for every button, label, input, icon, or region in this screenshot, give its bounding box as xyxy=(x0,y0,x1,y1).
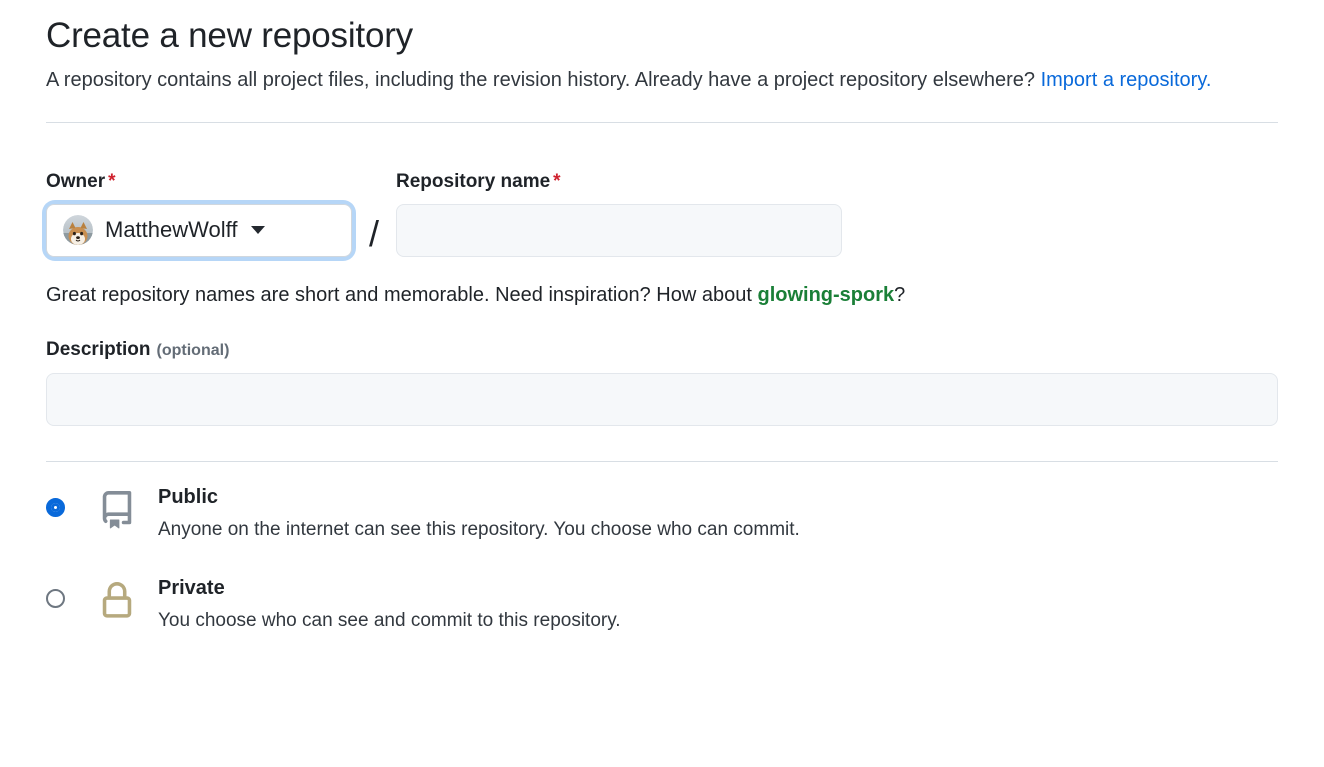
owner-and-name-row: Owner* xyxy=(46,171,1278,257)
hint-suffix: ? xyxy=(894,283,906,306)
visibility-option-private[interactable]: Private You choose who can see and commi… xyxy=(46,576,1278,634)
owner-dropdown-button[interactable]: MatthewWolff xyxy=(46,203,352,257)
repository-name-label: Repository name* xyxy=(396,171,842,193)
visibility-public-description: Anyone on the internet can see this repo… xyxy=(158,518,800,540)
lock-icon xyxy=(98,582,136,625)
owner-label: Owner* xyxy=(46,171,352,193)
visibility-public-title: Public xyxy=(158,485,219,508)
repository-name-hint: Great repository names are short and mem… xyxy=(46,284,1278,307)
repo-book-icon xyxy=(98,490,136,534)
hint-prefix: Great repository names are short and mem… xyxy=(46,283,758,306)
description-label: Description (optional) xyxy=(46,339,1278,361)
visibility-private-text: Private You choose who can see and commi… xyxy=(158,576,621,634)
visibility-options: Public Anyone on the internet can see th… xyxy=(46,485,1278,634)
visibility-divider xyxy=(46,460,1278,462)
radio-private[interactable] xyxy=(46,589,65,609)
radio-public[interactable] xyxy=(46,497,65,517)
visibility-public-text: Public Anyone on the internet can see th… xyxy=(158,485,800,543)
visibility-private-description: You choose who can see and commit to thi… xyxy=(158,610,621,632)
avatar xyxy=(63,215,93,246)
repository-name-label-text: Repository name xyxy=(396,170,551,192)
hint-suggested-name[interactable]: glowing-spork xyxy=(757,283,895,306)
owner-required-asterisk: * xyxy=(108,170,116,192)
import-repository-link[interactable]: Import a repository. xyxy=(1040,68,1212,91)
owner-selected-value: MatthewWolff xyxy=(105,217,238,243)
page-subtitle-text: A repository contains all project files,… xyxy=(46,68,1041,91)
owner-label-text: Owner xyxy=(46,170,106,192)
header-divider xyxy=(46,121,1278,123)
page-subtitle: A repository contains all project files,… xyxy=(46,65,1236,96)
repository-name-required-asterisk: * xyxy=(553,170,561,192)
repository-name-input[interactable] xyxy=(396,203,843,257)
description-label-text: Description xyxy=(46,338,151,360)
visibility-option-public[interactable]: Public Anyone on the internet can see th… xyxy=(46,485,1278,543)
description-input[interactable] xyxy=(46,372,1278,426)
owner-name-separator: / xyxy=(369,212,380,254)
page-title: Create a new repository xyxy=(46,16,413,55)
chevron-down-icon xyxy=(251,226,266,235)
description-optional-note: (optional) xyxy=(156,341,230,359)
description-field-block: Description (optional) xyxy=(46,339,1278,426)
visibility-private-title: Private xyxy=(158,577,225,600)
repository-name-field-block: Repository name* xyxy=(396,171,843,257)
owner-focus-ring: MatthewWolff xyxy=(46,203,352,257)
owner-field-block: Owner* xyxy=(46,171,352,257)
